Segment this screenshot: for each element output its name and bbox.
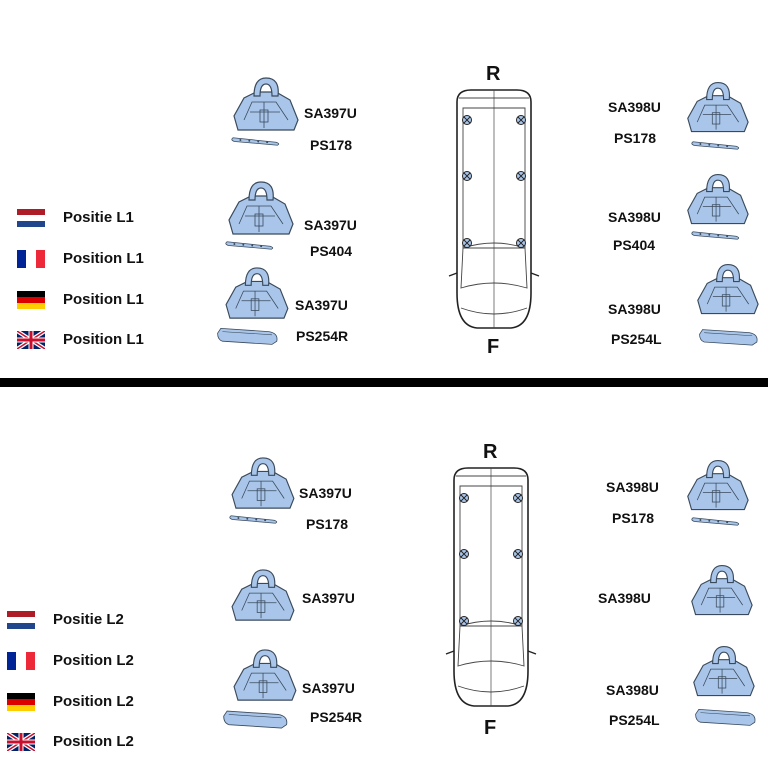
pad-ps404-icon xyxy=(224,236,276,252)
foot-label: SA398U xyxy=(606,682,659,698)
foot-sa397u-icon xyxy=(225,180,295,238)
foot-sa397u-icon xyxy=(228,456,296,512)
pad-label: PS404 xyxy=(310,243,353,259)
foot-label: SA397U xyxy=(295,297,348,313)
van-top-view xyxy=(448,88,540,333)
pad-label: PS178 xyxy=(310,137,353,153)
pad-label: PS178 xyxy=(614,130,657,146)
legend-text-nl: Positie L2 xyxy=(53,611,124,628)
pad-label: PS178 xyxy=(306,516,349,532)
foot-sa398u-icon xyxy=(688,562,754,620)
legend-text-gb: Position L1 xyxy=(63,331,144,348)
pad-label: PS404 xyxy=(613,237,656,253)
pad-ps178-icon xyxy=(690,512,742,528)
legend-text-gb: Position L2 xyxy=(53,733,134,750)
pad-label: PS254L xyxy=(611,331,662,347)
legend-text-fr: Position L2 xyxy=(53,652,134,669)
legend-text-nl: Positie L1 xyxy=(63,209,134,226)
foot-label: SA397U xyxy=(302,590,355,606)
foot-label: SA397U xyxy=(302,680,355,696)
pad-label: PS178 xyxy=(612,510,655,526)
legend-text-de: Position L2 xyxy=(53,693,134,710)
flag-gb-icon xyxy=(17,331,45,349)
foot-sa398u-icon xyxy=(694,262,760,318)
foot-sa397u-icon xyxy=(222,266,290,322)
foot-label: SA398U xyxy=(598,590,651,606)
foot-label: SA398U xyxy=(608,99,661,115)
flag-de-icon xyxy=(17,291,45,309)
foot-sa397u-icon xyxy=(230,76,300,134)
foot-label: SA397U xyxy=(299,485,352,501)
flag-nl-icon xyxy=(7,611,35,629)
pad-ps404-icon xyxy=(690,226,742,242)
foot-sa397u-icon xyxy=(228,568,296,624)
pad-label: PS254R xyxy=(296,328,349,344)
pad-ps254r-icon xyxy=(222,702,290,732)
pad-ps254l-icon xyxy=(698,320,760,350)
front-label: F xyxy=(484,717,497,739)
flag-fr-icon xyxy=(7,652,35,670)
pad-ps254l-icon xyxy=(694,700,758,730)
van-top-view xyxy=(445,466,537,711)
pad-ps178-icon xyxy=(690,136,742,152)
pad-ps254r-icon xyxy=(216,320,280,348)
pad-ps178-icon xyxy=(230,132,282,148)
rear-label: R xyxy=(486,63,501,85)
flag-de-icon xyxy=(7,693,35,711)
foot-sa398u-icon xyxy=(684,172,750,228)
flag-fr-icon xyxy=(17,250,45,268)
pad-label: PS254L xyxy=(609,712,660,728)
foot-label: SA398U xyxy=(608,209,661,225)
foot-sa398u-icon xyxy=(690,644,756,700)
front-label: F xyxy=(487,336,500,358)
legend-text-de: Position L1 xyxy=(63,291,144,308)
foot-sa398u-icon xyxy=(684,80,750,136)
section-divider xyxy=(0,378,768,387)
pad-label: PS254R xyxy=(310,709,363,725)
flag-gb-icon xyxy=(7,733,35,751)
foot-label: SA397U xyxy=(304,217,357,233)
foot-label: SA398U xyxy=(608,301,661,317)
foot-sa397u-icon xyxy=(230,648,298,704)
foot-label: SA397U xyxy=(304,105,357,121)
foot-label: SA398U xyxy=(606,479,659,495)
flag-nl-icon xyxy=(17,209,45,227)
pad-ps178-icon xyxy=(228,510,280,526)
legend-text-fr: Position L1 xyxy=(63,250,144,267)
rear-label: R xyxy=(483,441,498,463)
foot-sa398u-icon xyxy=(684,458,750,514)
